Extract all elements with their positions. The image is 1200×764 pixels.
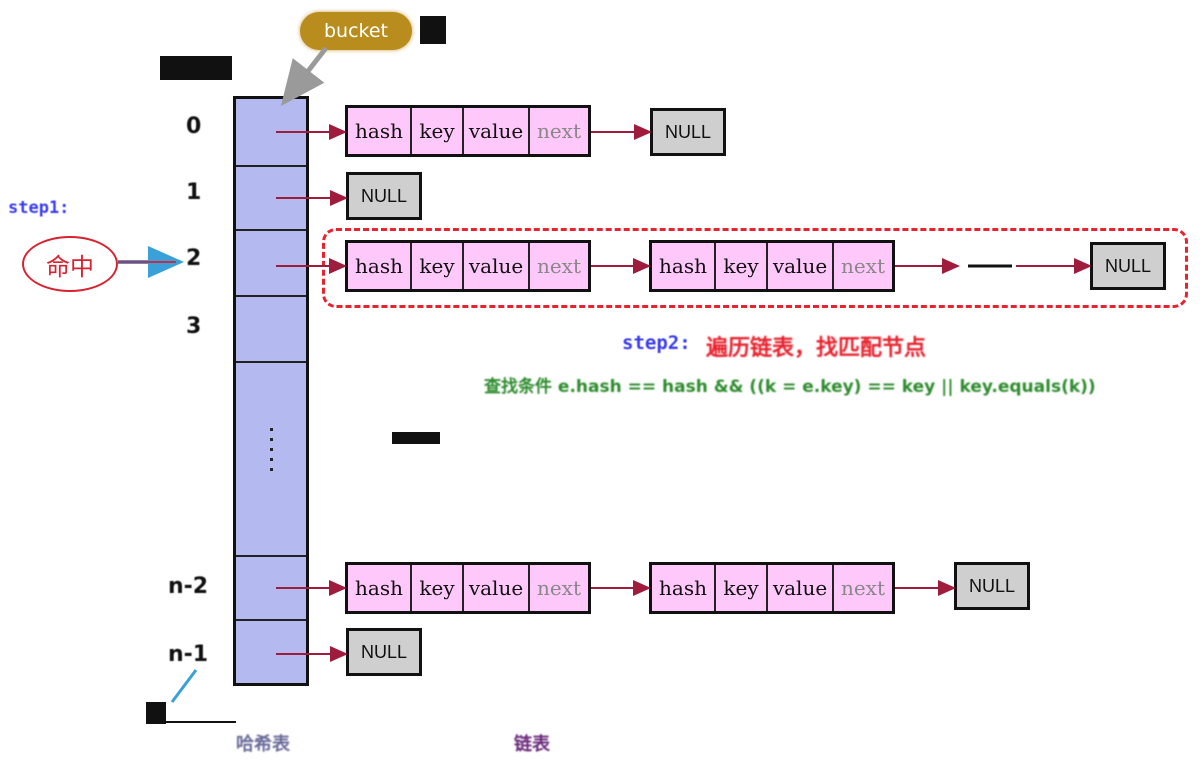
node-hash: hash <box>348 565 412 611</box>
node-value: value <box>768 565 834 611</box>
node-next: next <box>536 576 582 600</box>
node-key: key <box>716 243 768 289</box>
index-label-0: 0 <box>186 114 202 139</box>
callout-arrow <box>280 46 328 106</box>
node-key: key <box>716 565 768 611</box>
index-label-1: 1 <box>186 180 202 205</box>
bucket-slot-1 <box>236 167 306 231</box>
node-key: key <box>412 565 464 611</box>
index-label-n-2: n-2 <box>168 574 209 599</box>
node-next: next <box>840 254 886 278</box>
vertical-ellipsis <box>270 428 273 478</box>
redacted-mark <box>160 56 232 80</box>
step1-label: step1: <box>8 198 70 218</box>
list-node: hash key value next <box>345 562 591 614</box>
highlight-box <box>322 228 1188 308</box>
step2-description: 遍历链表，找匹配节点 <box>706 336 927 361</box>
bucket-slot-2 <box>236 231 306 297</box>
redacted-mark <box>146 702 166 724</box>
node-value: value <box>464 565 530 611</box>
node-hash: hash <box>652 565 716 611</box>
bucket-slot-0 <box>236 99 306 167</box>
node-next: next <box>536 119 582 143</box>
bucket-callout: bucket <box>300 12 412 50</box>
null-node: NULL <box>346 172 422 220</box>
index-label-n-1: n-1 <box>168 642 209 667</box>
null-node: NULL <box>954 562 1030 610</box>
legend-bucket: 哈希表 <box>236 734 290 755</box>
null-node: NULL <box>650 108 726 156</box>
null-node: NULL <box>1090 242 1166 290</box>
node-hash: hash <box>348 108 412 154</box>
hit-ellipse: 命中 <box>22 236 118 292</box>
null-node: NULL <box>346 628 422 676</box>
node-next: next <box>536 254 582 278</box>
node-next: next <box>840 576 886 600</box>
lookup-condition: 查找条件 e.hash == hash && ((k = e.key) == k… <box>484 377 1096 397</box>
bucket-slot-3 <box>236 297 306 363</box>
step2-label: step2: <box>622 332 691 354</box>
node-key: key <box>412 243 464 289</box>
node-hash: hash <box>652 243 716 289</box>
bucket-slot-n-1 <box>236 621 306 683</box>
node-key: key <box>412 108 464 154</box>
bucket-slot-n-2 <box>236 557 306 621</box>
bucket-slot-ellipsis <box>236 363 306 557</box>
list-node: hash key value next <box>649 562 895 614</box>
node-hash: hash <box>348 243 412 289</box>
bucket-array <box>233 96 309 686</box>
node-value: value <box>464 108 530 154</box>
index-label-2: 2 <box>186 246 202 271</box>
index-label-3: 3 <box>186 314 202 339</box>
list-node: hash key value next <box>345 105 591 157</box>
legend-linked-list: 链表 <box>514 734 550 755</box>
list-node: hash key value next <box>649 240 895 292</box>
redacted-mark <box>392 432 440 444</box>
pointer-line <box>170 669 198 703</box>
redacted-mark <box>420 16 446 44</box>
node-value: value <box>768 243 834 289</box>
list-node: hash key value next <box>345 240 591 292</box>
node-value: value <box>464 243 530 289</box>
